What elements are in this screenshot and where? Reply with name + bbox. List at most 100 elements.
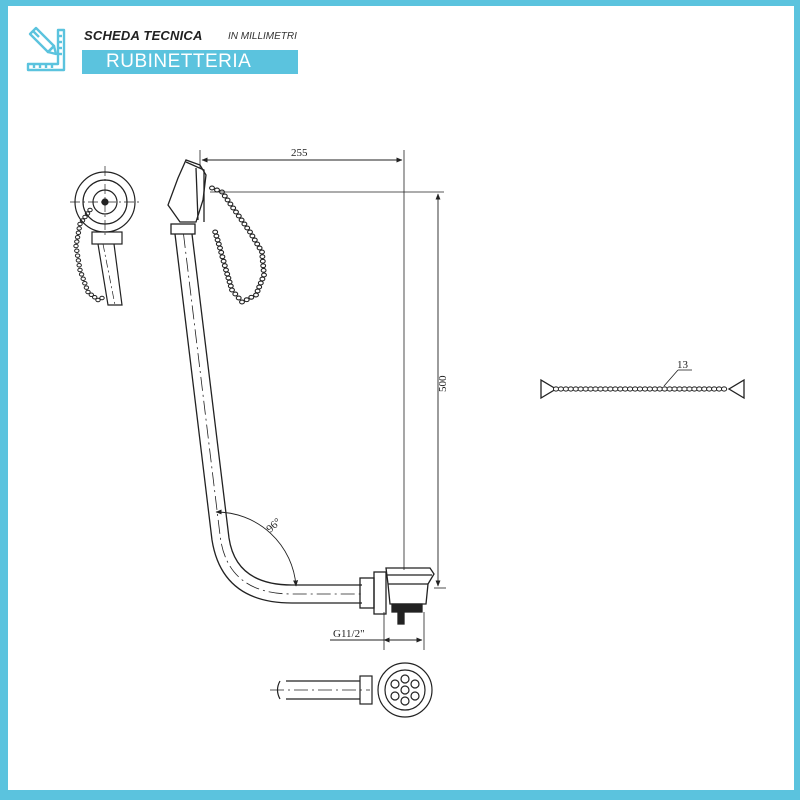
chain-bead	[235, 295, 242, 301]
chain-bead	[259, 249, 265, 255]
chain-bead	[74, 234, 81, 240]
chain-bead	[73, 243, 79, 249]
chain-bead	[260, 267, 267, 273]
chain-bead	[74, 253, 81, 258]
chain-bead	[224, 197, 231, 203]
chain-bead	[77, 221, 83, 227]
dimension-lines	[201, 157, 441, 643]
chain-bead	[239, 299, 245, 305]
chain-bead	[706, 386, 713, 392]
chain-bead	[76, 262, 82, 268]
chain-bead	[217, 245, 223, 251]
chain-bead	[238, 217, 245, 223]
chain-bead	[257, 280, 264, 286]
chain-bead	[227, 283, 234, 289]
chain-bead	[254, 241, 261, 247]
chain-bead	[261, 272, 267, 278]
chain-bead	[218, 249, 225, 255]
chain-bead	[75, 230, 82, 236]
chain-bead	[256, 284, 263, 290]
chain-bead	[230, 205, 237, 211]
chain-bead	[209, 185, 215, 191]
chain-bead	[567, 386, 574, 392]
chain-bead	[80, 276, 86, 282]
pipe-assembly	[167, 159, 435, 625]
chain-bead	[79, 218, 86, 223]
chain-bead	[577, 386, 584, 392]
chain-bead	[627, 386, 634, 392]
chain-bead	[213, 233, 220, 239]
chain-bead	[259, 276, 266, 282]
chain-bead	[602, 386, 609, 392]
chain-bead	[226, 279, 233, 285]
chain-bead	[244, 225, 251, 231]
chain-bead	[241, 221, 248, 227]
chain-bead	[557, 386, 565, 392]
chain-bead	[83, 285, 90, 290]
chain-bead	[74, 239, 80, 244]
chain-bead	[259, 258, 266, 264]
plug-chain	[209, 185, 267, 305]
chain-bead	[214, 187, 220, 193]
dim-thread-label: G11/2"	[333, 628, 365, 640]
chain-bead	[88, 292, 95, 297]
chain-bead	[75, 258, 82, 263]
chain-bead	[212, 229, 219, 235]
chain-bead	[243, 297, 250, 303]
chain-detail	[540, 378, 745, 400]
ruler-pencil-icon	[26, 26, 66, 72]
dim-angle-label: 96°	[264, 516, 283, 535]
chain-bead	[253, 292, 259, 298]
chain-bead	[85, 289, 91, 295]
side-view-chain	[73, 207, 105, 303]
chain-bead	[256, 245, 263, 251]
chain-bead	[74, 248, 80, 254]
chain-bead	[636, 386, 644, 392]
chain-bead	[721, 386, 728, 392]
chain-length-leader	[663, 369, 679, 387]
plan-view	[270, 662, 433, 718]
chain-bead	[221, 263, 228, 269]
chain-bead	[87, 207, 93, 213]
unit-label: IN MILLIMETRI	[228, 31, 297, 42]
chain-bead	[82, 214, 88, 220]
extension-lines	[199, 150, 446, 650]
chain-bead	[77, 267, 83, 273]
chain-bead	[249, 233, 256, 239]
chain-bead	[82, 280, 88, 286]
chain-bead	[260, 263, 267, 269]
chain-bead	[233, 209, 239, 215]
chain-bead	[646, 386, 654, 392]
chain-bead	[716, 386, 723, 392]
chain-bead	[248, 294, 255, 300]
dim-width-label: 255	[291, 147, 308, 159]
chain-bead	[254, 288, 261, 294]
chain-bead	[592, 386, 599, 392]
chain-bead	[681, 386, 688, 392]
chain-bead	[224, 271, 231, 277]
header: SCHEDA TECNICA IN MILLIMETRI RUBINETTERI…	[24, 24, 324, 84]
chain-bead	[78, 272, 85, 277]
chain-bead	[661, 386, 668, 392]
chain-bead	[99, 295, 105, 301]
chain-bead	[220, 258, 227, 264]
chain-bead	[227, 201, 234, 207]
side-view	[70, 166, 140, 306]
chain-bead	[696, 386, 703, 392]
chain-bead	[225, 275, 232, 281]
chain-bead	[232, 291, 239, 297]
chain-bead	[612, 386, 619, 392]
chain-bead	[229, 287, 235, 293]
chain-bead	[219, 254, 226, 260]
chain-bead	[251, 237, 258, 243]
chain-bead	[76, 226, 82, 231]
dim-height-label: 500	[437, 375, 449, 392]
chain-bead	[214, 237, 221, 243]
chain-bead	[215, 241, 222, 247]
chain-bead	[92, 295, 98, 300]
chain-bead	[223, 267, 229, 273]
category-band: RUBINETTERIA	[82, 50, 298, 74]
chain-bead	[95, 297, 101, 303]
chain-bead	[84, 211, 91, 216]
